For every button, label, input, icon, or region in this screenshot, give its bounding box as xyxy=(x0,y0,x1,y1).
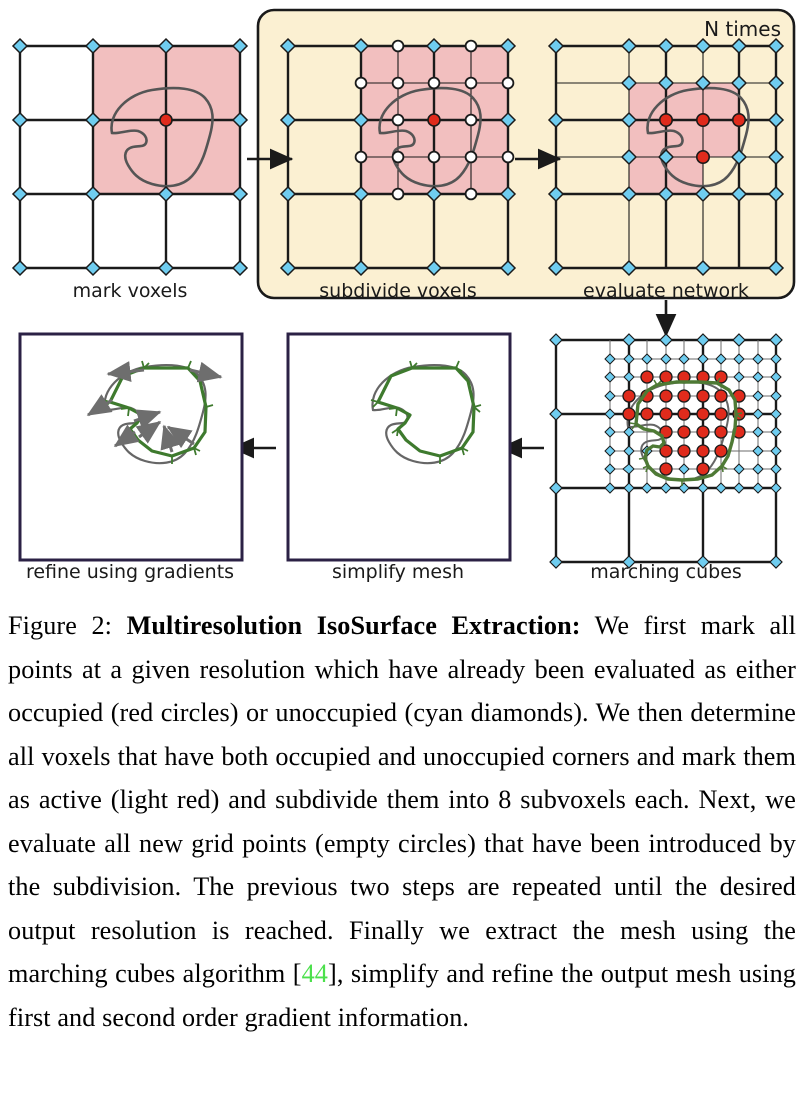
panel-subdivide-voxels: subdivide voxels xyxy=(279,37,517,302)
panel-label-simplify-mesh: simplify mesh xyxy=(332,561,464,583)
figure-caption: Figure 2: Multiresolution IsoSurface Ext… xyxy=(8,604,796,1039)
panel-label-mark-voxels: mark voxels xyxy=(73,280,188,302)
panel-label-evaluate-network: evaluate network xyxy=(583,280,749,302)
true-surface-curve xyxy=(378,86,482,188)
mesh-vertex-ticks xyxy=(370,360,482,464)
panel-refine-gradients: refine using gradients xyxy=(18,332,244,583)
citation-link[interactable]: 44 xyxy=(301,959,328,988)
simplified-mesh xyxy=(376,366,476,458)
figure-title: Multiresolution IsoSurface Extraction: xyxy=(126,611,581,640)
panel-evaluate-network: evaluate network xyxy=(547,37,785,302)
true-surface-curve xyxy=(646,86,750,188)
loop-label: N times xyxy=(704,17,781,41)
occupied-point xyxy=(427,113,441,127)
new-grid-points xyxy=(354,39,515,201)
panel-label-refine-gradients: refine using gradients xyxy=(26,561,234,583)
occupied-point xyxy=(159,113,173,127)
panel-simplify-mesh: simplify mesh xyxy=(286,332,512,583)
mesh-vertex-ticks xyxy=(629,377,743,486)
active-voxel-region xyxy=(629,157,666,194)
unoccupied-points xyxy=(549,333,783,569)
panel-frame xyxy=(18,332,244,562)
panel-label-subdivide-voxels: subdivide voxels xyxy=(319,280,476,302)
caption-tail: ], simplify and refine the output mesh u… xyxy=(8,959,796,1032)
unoccupied-points xyxy=(11,37,249,277)
figure-graphic: N times xyxy=(11,8,796,583)
unoccupied-points xyxy=(547,37,785,277)
active-voxel-region xyxy=(629,120,739,157)
true-surface-curve xyxy=(110,86,214,188)
unoccupied-points xyxy=(279,37,517,277)
isocontour-mesh xyxy=(634,380,738,482)
panel-label-marching-cubes: marching cubes xyxy=(590,561,742,583)
gradient-arrows xyxy=(86,361,223,453)
panel-marching-cubes: marching cubes xyxy=(549,333,783,583)
figure-number: Figure 2: xyxy=(8,611,113,640)
occupied-points xyxy=(658,113,746,165)
voxel-grid xyxy=(18,44,242,270)
panel-frame xyxy=(286,332,512,562)
caption-body: We first mark all points at a given reso… xyxy=(8,611,796,988)
panel-mark-voxels: mark voxels xyxy=(11,37,249,302)
